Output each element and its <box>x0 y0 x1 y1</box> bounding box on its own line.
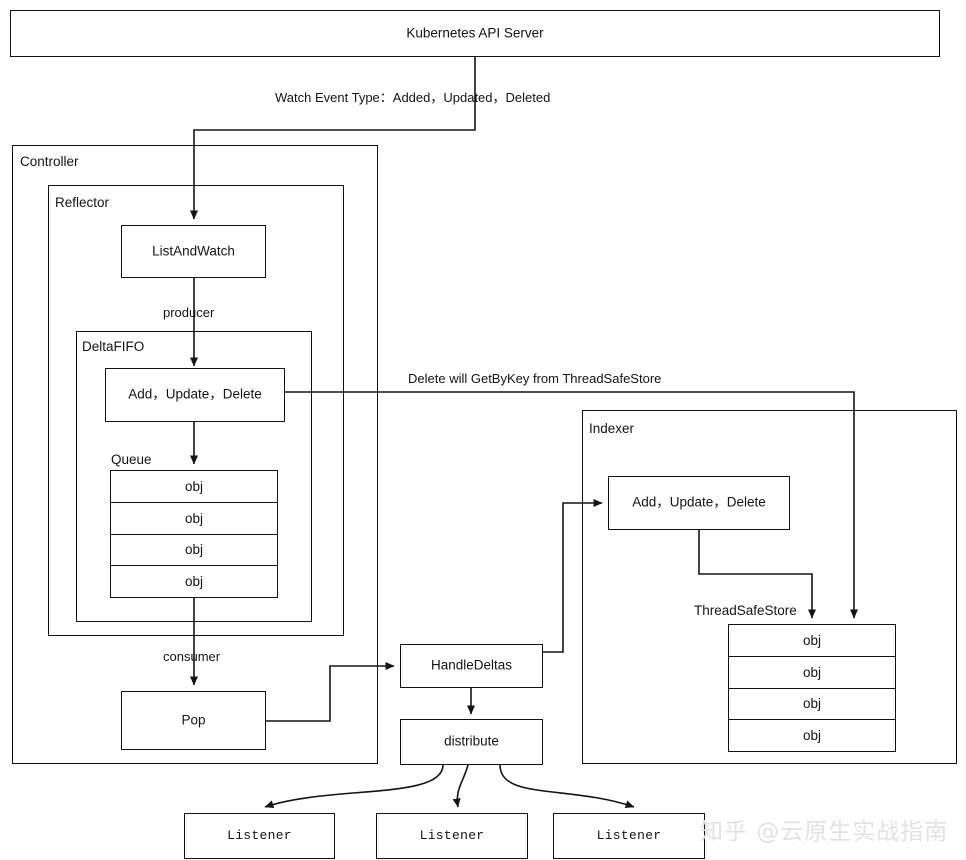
pop-label: Pop <box>181 712 206 728</box>
kubernetes-api-server-label: Kubernetes API Server <box>406 25 544 41</box>
kubernetes-api-server-box[interactable]: Kubernetes API Server <box>10 10 940 57</box>
queue-item[interactable]: obj <box>111 535 277 567</box>
deltafifo-group <box>76 331 312 622</box>
list-and-watch-label: ListAndWatch <box>152 243 235 259</box>
pop-box[interactable]: Pop <box>121 691 266 750</box>
controller-group-label: Controller <box>20 154 79 169</box>
list-and-watch-box[interactable]: ListAndWatch <box>121 225 266 278</box>
listener-box-1[interactable]: Listener <box>184 813 335 859</box>
indexer-operations-label: Add，Update，Delete <box>632 494 766 510</box>
edge-distribute-to-listener-2 <box>452 764 469 808</box>
listener-label: Listener <box>419 827 485 843</box>
threadsafestore-label: ThreadSafeStore <box>694 603 797 618</box>
queue-label: Queue <box>111 452 152 467</box>
queue-item[interactable]: obj <box>111 471 277 503</box>
listener-box-3[interactable]: Listener <box>553 813 705 859</box>
queue-item[interactable]: obj <box>111 503 277 535</box>
queue-stack[interactable]: obj obj obj obj <box>110 470 278 598</box>
threadsafestore-item[interactable]: obj <box>729 689 895 721</box>
indexer-operations-box[interactable]: Add，Update，Delete <box>608 476 790 530</box>
getbykey-edge-label: Delete will GetByKey from ThreadSafeStor… <box>408 371 662 386</box>
watch-event-type-label: Watch Event Type：Added，Updated，Deleted <box>275 90 551 105</box>
listener-label: Listener <box>596 827 662 843</box>
threadsafestore-item[interactable]: obj <box>802 728 821 744</box>
consumer-label: consumer <box>163 649 221 664</box>
indexer-group <box>582 410 957 764</box>
indexer-group-label: Indexer <box>589 421 635 436</box>
queue-item[interactable]: obj <box>184 574 203 590</box>
watermark: 知乎 @云原生实战指南 <box>700 819 949 845</box>
threadsafestore-item[interactable]: obj <box>729 625 895 657</box>
listener-box-2[interactable]: Listener <box>376 813 528 859</box>
deltafifo-operations-label: Add，Update，Delete <box>128 386 262 402</box>
distribute-box[interactable]: distribute <box>400 719 543 765</box>
deltafifo-group-label: DeltaFIFO <box>82 339 145 354</box>
handle-deltas-box[interactable]: HandleDeltas <box>400 644 543 688</box>
handle-deltas-label: HandleDeltas <box>430 657 513 673</box>
controller-group <box>12 145 378 764</box>
distribute-label: distribute <box>444 733 499 749</box>
threadsafestore-stack[interactable]: obj obj obj obj <box>728 624 896 752</box>
listener-label: Listener <box>227 827 292 843</box>
edge-distribute-to-listener-3 <box>499 764 635 809</box>
threadsafestore-item[interactable]: obj <box>729 657 895 689</box>
edge-distribute-to-listener-1 <box>264 764 444 809</box>
producer-label: producer <box>163 305 215 320</box>
deltafifo-operations-box[interactable]: Add，Update，Delete <box>105 368 285 422</box>
reflector-group-label: Reflector <box>55 195 110 210</box>
reflector-group <box>48 185 344 636</box>
